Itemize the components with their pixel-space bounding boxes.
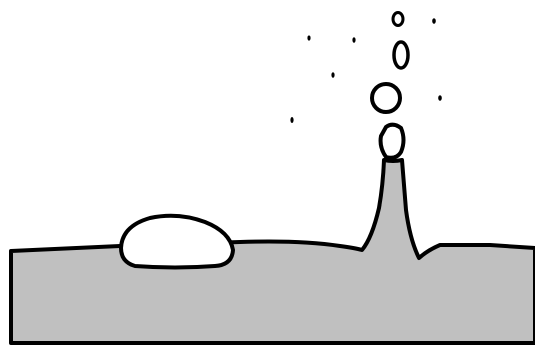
rising-droplet-small <box>393 13 403 26</box>
rising-droplet-medium <box>394 42 408 68</box>
spray-speck <box>432 18 436 24</box>
spray-speck <box>352 37 355 43</box>
rising-droplet-large <box>372 84 400 112</box>
spray-speck <box>307 35 310 40</box>
spray-speck <box>290 117 293 123</box>
jet-tip-drop <box>381 125 404 158</box>
spray-speck <box>331 72 334 78</box>
spray-speck <box>438 95 442 101</box>
